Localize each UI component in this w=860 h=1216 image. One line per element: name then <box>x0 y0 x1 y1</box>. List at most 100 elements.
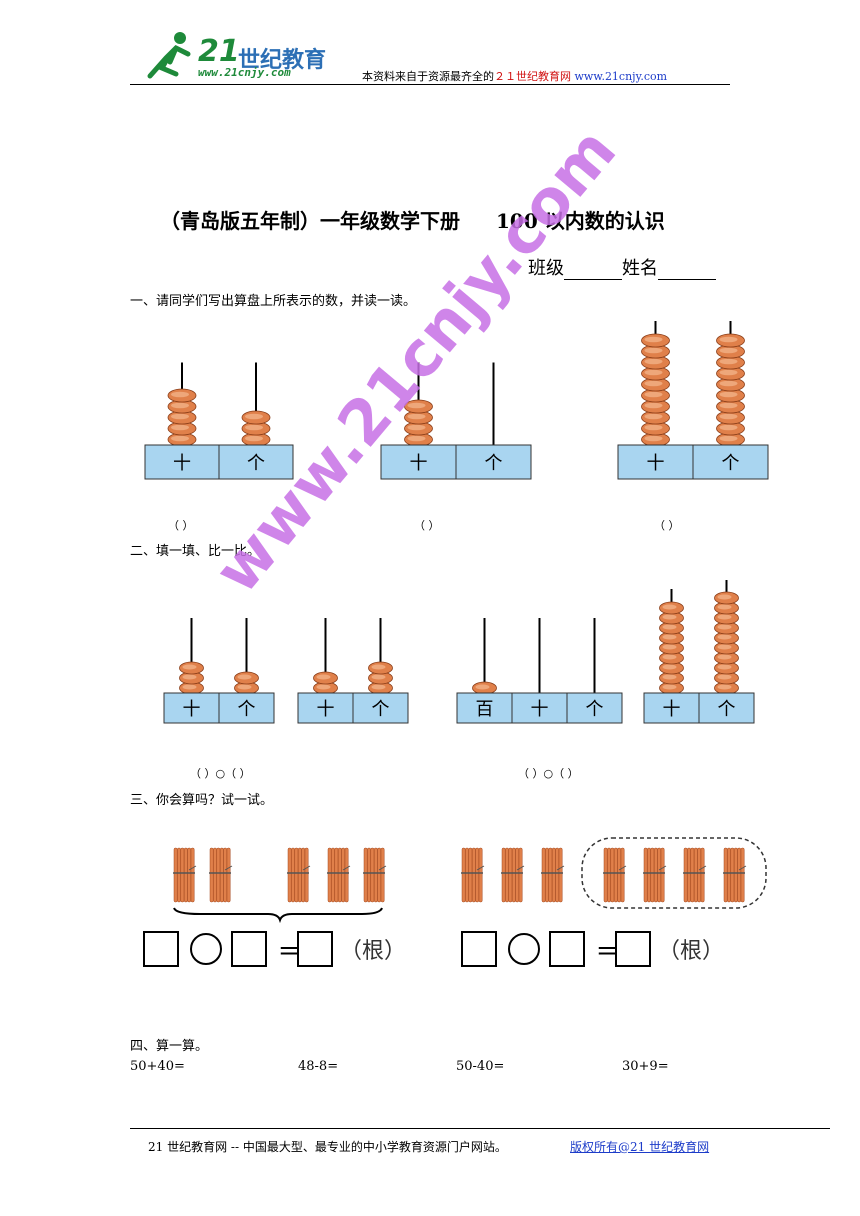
answer-box[interactable] <box>231 931 267 967</box>
operator-circle[interactable] <box>508 933 540 965</box>
logo-text: 世纪教育 <box>238 48 327 73</box>
answer-box[interactable] <box>461 931 497 967</box>
answer-box[interactable] <box>143 931 179 967</box>
class-blank[interactable] <box>564 261 622 280</box>
bead-highlight <box>662 674 677 680</box>
bead-highlight <box>171 391 189 398</box>
unit-label: （根） <box>340 939 406 964</box>
bead-highlight <box>316 674 331 680</box>
bead-highlight <box>245 413 263 420</box>
place-value-label: 十 <box>663 699 681 720</box>
bead-highlight <box>171 402 189 409</box>
header-note: 本资料来自于资源最齐全的２１世纪教育网 www.21cnjy.com <box>362 68 667 84</box>
brace <box>173 907 383 924</box>
compare-right[interactable]: （ ）○（ ） <box>518 767 579 780</box>
bead-highlight <box>717 644 732 650</box>
place-value-box <box>380 444 457 480</box>
bead-highlight <box>316 684 331 690</box>
title-right: 100 以内数的认识 <box>496 209 665 233</box>
bead-highlight <box>371 684 386 690</box>
footer-copyright[interactable]: 版权所有@21 世纪教育网 <box>570 1140 710 1154</box>
abacus-graphic: 百十个 <box>456 618 623 724</box>
bead-highlight <box>719 336 738 343</box>
header-note-brand: ２１世纪教育网 <box>494 70 571 83</box>
class-label: 班级 <box>528 258 564 279</box>
answer-box[interactable] <box>549 931 585 967</box>
equals-sign: = <box>278 936 300 966</box>
answer-2[interactable]: （ ） <box>414 519 440 532</box>
abacus-graphic: 十个 <box>163 618 275 724</box>
stick-bundle <box>287 847 311 903</box>
stick-bundle <box>501 847 525 903</box>
bead-highlight <box>644 435 663 442</box>
place-value-label: 十 <box>317 699 335 720</box>
answer-box[interactable] <box>297 931 333 967</box>
stick-bundles: = （根） <box>143 847 406 967</box>
operator-circle[interactable] <box>190 933 222 965</box>
place-value-box <box>163 692 220 724</box>
bead-highlight <box>719 380 738 387</box>
stick-bundle <box>643 847 667 903</box>
place-value-box <box>698 692 755 724</box>
bead-highlight <box>719 391 738 398</box>
place-value-label: 个 <box>238 699 256 720</box>
equation-row: = （根） <box>143 931 406 967</box>
bead-highlight <box>662 664 677 670</box>
bead-highlight <box>182 684 197 690</box>
bead-highlight <box>719 347 738 354</box>
bead-highlight <box>171 424 189 431</box>
section3-heading: 三、你会算吗？试一试。 <box>130 793 274 808</box>
bead-highlight <box>644 347 663 354</box>
abacus-2-2: 十个 <box>297 600 409 728</box>
bead-highlight <box>717 684 732 690</box>
bead-highlight <box>719 402 738 409</box>
compare-left[interactable]: （ ）○（ ） <box>190 767 251 780</box>
place-value-label: 十 <box>183 699 201 720</box>
abacus-graphic: 十个 <box>144 362 294 480</box>
bead-highlight <box>245 424 263 431</box>
bead-highlight <box>171 435 189 442</box>
stick-bundle <box>461 847 485 903</box>
bead-highlight <box>407 435 426 442</box>
place-value-label: 个 <box>718 699 736 720</box>
bead-highlight <box>717 604 732 610</box>
bead-highlight <box>719 358 738 365</box>
bead-highlight <box>717 674 732 680</box>
bead-highlight <box>644 336 663 343</box>
bead-highlight <box>719 424 738 431</box>
bead-highlight <box>644 380 663 387</box>
bead-highlight <box>717 594 732 600</box>
place-value-box <box>352 692 409 724</box>
place-value-box <box>218 444 294 480</box>
place-value-box <box>456 692 513 724</box>
bead-highlight <box>717 624 732 630</box>
header-note-prefix: 本资料来自于资源最齐全的 <box>362 70 494 83</box>
place-value-label: 十 <box>647 453 665 474</box>
bead-highlight <box>475 684 490 690</box>
title-left: （青岛版五年制）一年级数学下册 <box>160 209 460 233</box>
equals-sign: = <box>596 936 618 966</box>
footer-text: 21 世纪教育网 -- 中国最大型、最专业的中小学教育资源门户网站。 <box>148 1140 507 1154</box>
abacus-1-2: 十个 <box>380 318 532 484</box>
answer-1[interactable]: （ ） <box>168 519 194 532</box>
bead-highlight <box>662 644 677 650</box>
stick-bundle <box>173 847 197 903</box>
place-value-box <box>617 444 694 480</box>
bead-highlight <box>717 664 732 670</box>
bead-highlight <box>662 654 677 660</box>
bead-highlight <box>182 674 197 680</box>
section1-heading: 一、请同学们写出算盘上所表示的数，并读一读。 <box>130 294 417 309</box>
place-value-label: 十 <box>410 453 428 474</box>
answer-3[interactable]: （ ） <box>654 519 680 532</box>
bead-highlight <box>719 435 738 442</box>
name-blank[interactable] <box>658 261 716 280</box>
bead-highlight <box>237 684 252 690</box>
bead-highlight <box>644 413 663 420</box>
header-note-url[interactable]: www.21cnjy.com <box>574 70 668 83</box>
bead-highlight <box>371 674 386 680</box>
place-value-label: 个 <box>722 453 740 474</box>
bead-highlight <box>717 634 732 640</box>
place-value-label: 个 <box>586 699 604 720</box>
abacus-graphic: 十个 <box>380 362 532 480</box>
answer-box[interactable] <box>615 931 651 967</box>
